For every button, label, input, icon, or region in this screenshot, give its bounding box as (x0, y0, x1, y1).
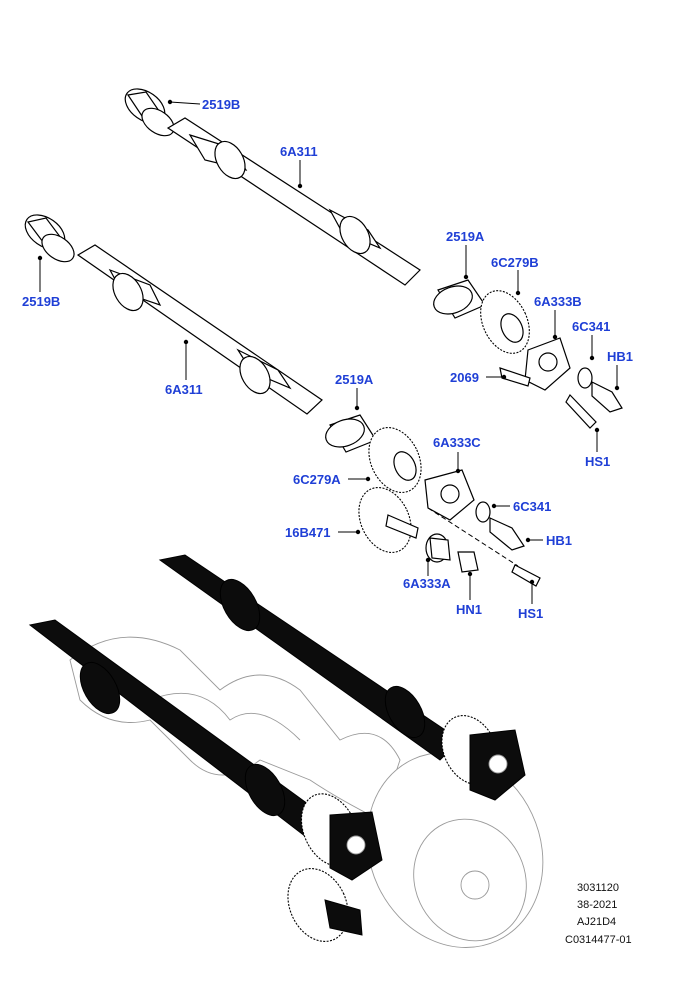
callout-labels: 2519B 6A311 2519A 6C279B 6A333B 6C341 HB… (22, 97, 633, 621)
assembled-idler-hub (324, 899, 363, 936)
lower-balance-shaft (24, 214, 541, 587)
assembly-axis-line (427, 507, 519, 567)
bearing-sleeve-2519B-upper (124, 88, 175, 137)
crankshaft-ghost (69, 636, 401, 821)
bolt-HS1-upper (565, 394, 597, 429)
callout-6A333B: 6A333B (534, 294, 582, 309)
roller-bearing-upper-b (339, 215, 371, 255)
callout-2069: 2069 (450, 370, 479, 385)
bearing-sleeve-2519B-lower (24, 214, 75, 263)
bearing-sleeve-2519A-lower (325, 414, 377, 453)
callout-HS1-upper: HS1 (585, 454, 610, 469)
assembled-view (28, 554, 544, 948)
washer-6C341-upper (577, 367, 593, 389)
callout-6A311-lower: 6A311 (165, 382, 203, 397)
leader-lines (37, 99, 620, 604)
bearing-sleeve-2519A-upper (433, 279, 486, 319)
gear-6C279A (368, 427, 422, 493)
nut-HN1 (457, 551, 479, 573)
assembled-bearing-upper-a (219, 578, 261, 632)
roller-bearing-lower-a (112, 272, 144, 312)
roller-bearing-lower-b (239, 355, 271, 395)
callout-2519B-lower: 2519B (22, 294, 60, 309)
callout-6C279B: 6C279B (491, 255, 539, 270)
bolt-HS1-lower (511, 564, 541, 587)
flywheel-center (460, 870, 490, 900)
assembled-bearing-lower-a (79, 661, 121, 715)
callout-HS1-lower: HS1 (518, 606, 543, 621)
callout-6C279A: 6C279A (293, 472, 341, 487)
callout-HN1: HN1 (456, 602, 482, 617)
bolt-HB1-lower (489, 517, 525, 551)
assembled-housing-upper-bore (488, 754, 508, 774)
callout-2519A-upper: 2519A (446, 229, 485, 244)
callout-6A333A: 6A333A (403, 576, 451, 591)
assembled-housing-lower-bore (346, 835, 366, 855)
housing-6A333B (524, 337, 571, 391)
assembled-bearing-lower-b (244, 763, 286, 817)
bolt-HB1-upper (591, 381, 623, 413)
assembled-bearing-upper-b (384, 685, 426, 739)
callout-6A333C: 6A333C (433, 435, 481, 450)
callout-6C341-lower: 6C341 (513, 499, 551, 514)
gear-6C279B (480, 290, 530, 354)
crankshaft-webs (149, 692, 301, 741)
callout-2519B-upper: 2519B (202, 97, 240, 112)
reference-code-3: AJ21D4 (577, 916, 616, 928)
callout-6C341-upper: 6C341 (572, 319, 610, 334)
callout-2519A-lower: 2519A (335, 372, 374, 387)
roller-bearing-upper-a (214, 140, 246, 180)
reference-code-2: 38-2021 (577, 899, 617, 911)
gear-16B471 (358, 487, 419, 553)
callout-6A311-upper: 6A311 (280, 144, 318, 159)
reference-codes: 3031120 38-2021 AJ21D4 C0314477-01 (565, 882, 632, 946)
reference-code-4: C0314477-01 (565, 934, 632, 946)
bushing-6A333A (425, 533, 451, 563)
callout-HB1-upper: HB1 (607, 349, 633, 364)
housing-6A333C (424, 469, 475, 521)
reference-code-1: 3031120 (577, 882, 619, 894)
bolt-2069 (499, 367, 531, 387)
washer-6C341-lower (475, 501, 491, 523)
upper-balance-shaft (124, 88, 623, 429)
callout-HB1-lower: HB1 (546, 533, 572, 548)
callout-16B471: 16B471 (285, 525, 331, 540)
